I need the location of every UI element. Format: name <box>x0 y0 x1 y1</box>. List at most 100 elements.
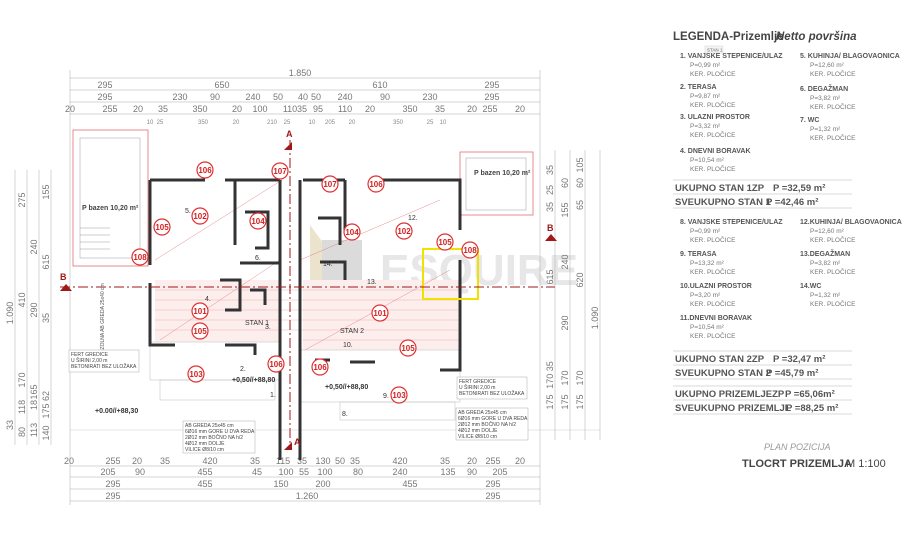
position-tag: 106 <box>311 358 329 376</box>
legend-item-area: P=1,32 m² <box>810 126 841 133</box>
svg-text:AB GREDA 25x45 cm: AB GREDA 25x45 cm <box>458 410 507 416</box>
dimension-label: 275 <box>17 192 27 207</box>
floor-grand-label: SVEUKUPNO PRIZEMLJE <box>675 403 791 414</box>
dimension-label: 35 <box>297 456 307 466</box>
dimension-label: 1.260 <box>296 491 319 501</box>
dimension-label: 240 <box>29 239 39 254</box>
elevation-label: +0.00//+88,30 <box>95 408 138 415</box>
pool-right: P bazen 10,20 m² <box>459 151 534 216</box>
section-markers: A A B B <box>60 129 557 450</box>
legend-item-name: 12.KUHINJA/ BLAGOVAONICA <box>800 219 902 226</box>
room-number: 12. <box>408 215 418 222</box>
dimension-label: 80 <box>17 427 27 437</box>
legend-item-area: P=10,54 m² <box>690 157 725 164</box>
tag-number: 103 <box>392 391 406 400</box>
legend-item-area: P=3,32 m² <box>690 123 721 130</box>
dimension-label: 40 <box>298 92 308 102</box>
tag-circle <box>436 233 454 251</box>
legend-item-area: P=0,99 m² <box>690 62 721 69</box>
tag-circle <box>187 365 205 383</box>
dimension-label: 90 <box>467 467 477 477</box>
tag-number: 101 <box>193 307 207 316</box>
dimension-label: 65 <box>575 200 585 210</box>
svg-text:U ŠIRINI 2,00 m: U ŠIRINI 2,00 m <box>459 384 495 391</box>
legend-item-finish: KER. PLOČICE <box>690 235 736 244</box>
legend-item-area: P=0,99 m² <box>690 228 721 235</box>
dimension-label: 35 <box>160 456 170 466</box>
svg-text:FERT GREDICE: FERT GREDICE <box>459 379 497 385</box>
position-tag: 107 <box>271 162 289 180</box>
legend-item-name: 1. VANJSKE STEPENICE/ULAZ <box>680 53 783 60</box>
legend-item-finish: KER. PLOČICE <box>810 235 856 244</box>
legend-item-finish: KER. PLOČICE <box>690 69 736 78</box>
dimension-label: 20 <box>349 120 356 126</box>
legend-item-name: 11.DNEVNI BORAVAK <box>680 315 752 322</box>
dimension-label: 90 <box>380 92 390 102</box>
dimension-label: 240 <box>245 92 260 102</box>
dimension-label: 105 <box>575 157 585 172</box>
legend-item-finish: KER. PLOČICE <box>810 102 856 111</box>
dimension-label: 25 <box>545 185 555 195</box>
dimension-label: 55 <box>299 467 309 477</box>
tag-circle <box>343 223 361 241</box>
legend-item-name: 14.WC <box>800 283 821 290</box>
dimension-label: 50 <box>273 92 283 102</box>
position-tag: 108 <box>461 241 479 259</box>
tag-number: 105 <box>155 223 169 232</box>
dimension-label: 110 <box>338 104 352 114</box>
dimension-label: 45 <box>252 467 262 477</box>
tag-number: 106 <box>313 363 327 372</box>
legend-item-finish: KER. PLOČICE <box>690 100 736 109</box>
section-label-a: A <box>286 129 293 139</box>
dimension-label: 455 <box>197 479 212 489</box>
dimension-label: 35 <box>41 313 51 323</box>
dimension-label: 615 <box>41 254 51 269</box>
legend-item-name: 4. DNEVNI BORAVAK <box>680 148 751 155</box>
tag-circle <box>311 358 329 376</box>
legend-item-name: 8. VANJSKE STEPENICE/ULAZ <box>680 219 783 226</box>
tag-circle <box>131 248 149 266</box>
dimension-label: 240 <box>560 254 570 269</box>
drawing-title: TLOCRT PRIZEMLJA <box>742 458 852 470</box>
dimension-label: 35 <box>545 165 555 175</box>
position-tag: 102 <box>395 222 413 240</box>
tag-number: 105 <box>193 327 207 336</box>
svg-text:BETONIRATI BEZ ULOŽAKA: BETONIRATI BEZ ULOŽAKA <box>459 389 525 397</box>
position-tag: 105 <box>436 233 454 251</box>
legend-item-finish: KER. PLOČICE <box>810 267 856 276</box>
room-number: 4. <box>205 296 211 303</box>
dimension-label: 35 <box>250 456 260 466</box>
dimension-label: 200 <box>315 479 330 489</box>
dimension-label: 410 <box>17 292 27 307</box>
tag-circle <box>191 207 209 225</box>
dimension-label: 1.090 <box>590 307 600 330</box>
tag-number: 106 <box>198 166 212 175</box>
svg-text:VILICE Ø8/10 cm: VILICE Ø8/10 cm <box>185 447 224 453</box>
legend-item-name: 5. KUHINJA/ BLAGOVAONICA <box>800 53 900 60</box>
dimension-label: 350 <box>402 104 417 114</box>
dimension-label: 10 <box>147 120 154 126</box>
dimension-label: 150 <box>273 479 288 489</box>
dimension-label: 230 <box>172 92 187 102</box>
dimension-label: 255 <box>485 456 500 466</box>
beam-label: 465 KONZOLNA AB GREDA 25x40 cm <box>100 283 106 370</box>
position-tag: 102 <box>191 207 209 225</box>
pool-left: P bazen 10,20 m² <box>72 129 149 267</box>
stan2-grand-label: SVEUKUPNO STAN 2 <box>675 368 771 379</box>
svg-text:2Ø12 mm BOČNO NA h/2: 2Ø12 mm BOČNO NA h/2 <box>185 434 243 441</box>
dimension-label: 20 <box>365 104 375 114</box>
plan-label: PLAN POZICIJA <box>764 442 831 452</box>
dimension-label: 255 <box>102 104 117 114</box>
dimension-label: 175 <box>575 394 585 409</box>
stan1-grand-value: P =42,46 m² <box>766 197 818 208</box>
svg-text:6Ø16 mm GORE U DVA REDA: 6Ø16 mm GORE U DVA REDA <box>185 429 255 435</box>
dimension-label: 170 35 <box>545 361 555 389</box>
stan1-total-value: P =32,59 m² <box>773 183 825 194</box>
